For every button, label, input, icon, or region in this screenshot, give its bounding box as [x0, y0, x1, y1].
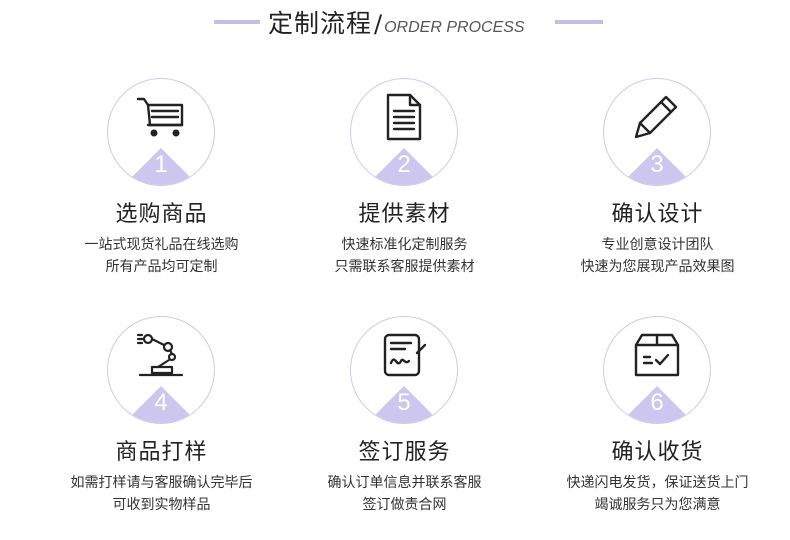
- header-divider-right: [555, 20, 603, 24]
- step-title: 选购商品: [115, 202, 208, 227]
- title-chinese: 定制流程: [268, 9, 373, 38]
- contract-signature-icon: [383, 333, 427, 377]
- step-icon-circle: 4: [107, 316, 215, 424]
- shopping-cart-icon: [136, 97, 184, 137]
- step-number-triangle: [366, 148, 442, 185]
- step-description-line-1: 快递闪电发货，保证送货上门: [566, 475, 749, 491]
- document-icon: [386, 93, 422, 141]
- step-number-triangle: [366, 386, 442, 423]
- step-description-line-1: 确认订单信息并联系客服: [327, 475, 482, 491]
- step-description-line-1: 一站式现货礼品在线选购: [84, 237, 239, 253]
- step-title: 确认收货: [611, 440, 704, 465]
- step-description-line-2: 签订做责合网: [362, 497, 447, 513]
- step-icon-circle: 3: [603, 78, 711, 186]
- step-description: 确认订单信息并联系客服 签订做责合网: [273, 472, 536, 516]
- step-description-line-2: 只需联系客服提供素材: [334, 259, 475, 275]
- step-title: 确认设计: [611, 202, 704, 227]
- step-number-triangle: [123, 386, 199, 423]
- step-description-line-1: 如需打样请与客服确认完毕后: [70, 475, 253, 491]
- title-slash: /: [374, 10, 383, 38]
- step-description-line-2: 所有产品均可定制: [105, 259, 218, 275]
- step-number: 2: [397, 151, 411, 178]
- step-number-triangle: [619, 386, 695, 423]
- step-number: 5: [397, 389, 411, 416]
- step-number: 4: [154, 389, 168, 416]
- page-header: 定制流程/ORDER PROCESS: [0, 0, 790, 46]
- step-title: 商品打样: [115, 440, 208, 465]
- step-title: 提供素材: [358, 202, 451, 227]
- step-description-line-2: 可收到实物样品: [112, 497, 211, 513]
- step-icon-circle: 1: [107, 78, 215, 186]
- step-description-line-1: 专业创意设计团队: [601, 237, 714, 253]
- step-description: 快速标准化定制服务 只需联系客服提供素材: [273, 234, 536, 278]
- delivery-box-icon: [634, 333, 680, 377]
- step-number: 6: [650, 389, 664, 416]
- step-description-line-2: 快速为您展现产品效果图: [580, 259, 735, 275]
- step-description: 快递闪电发货，保证送货上门 竭诚服务只为您满意: [526, 472, 789, 516]
- step-description: 一站式现货礼品在线选购 所有产品均可定制: [30, 234, 293, 278]
- step-icon-circle: 2: [350, 78, 458, 186]
- step-number-triangle: [619, 148, 695, 185]
- pencil-icon: [634, 95, 678, 139]
- robot-arm-icon: [136, 333, 184, 377]
- step-description-line-1: 快速标准化定制服务: [341, 237, 468, 253]
- header-divider-left: [214, 20, 260, 24]
- step-number-triangle: [123, 148, 199, 185]
- title-english: ORDER PROCESS: [384, 19, 525, 36]
- step-number: 1: [154, 151, 168, 178]
- step-icon-circle: 6: [603, 316, 711, 424]
- step-description-line-2: 竭诚服务只为您满意: [594, 497, 721, 513]
- step-title: 签订服务: [358, 440, 451, 465]
- step-description: 如需打样请与客服确认完毕后 可收到实物样品: [30, 472, 293, 516]
- step-icon-circle: 5: [350, 316, 458, 424]
- step-number: 3: [650, 151, 664, 178]
- step-description: 专业创意设计团队 快速为您展现产品效果图: [526, 234, 789, 278]
- page-title: 定制流程/ORDER PROCESS: [268, 4, 525, 40]
